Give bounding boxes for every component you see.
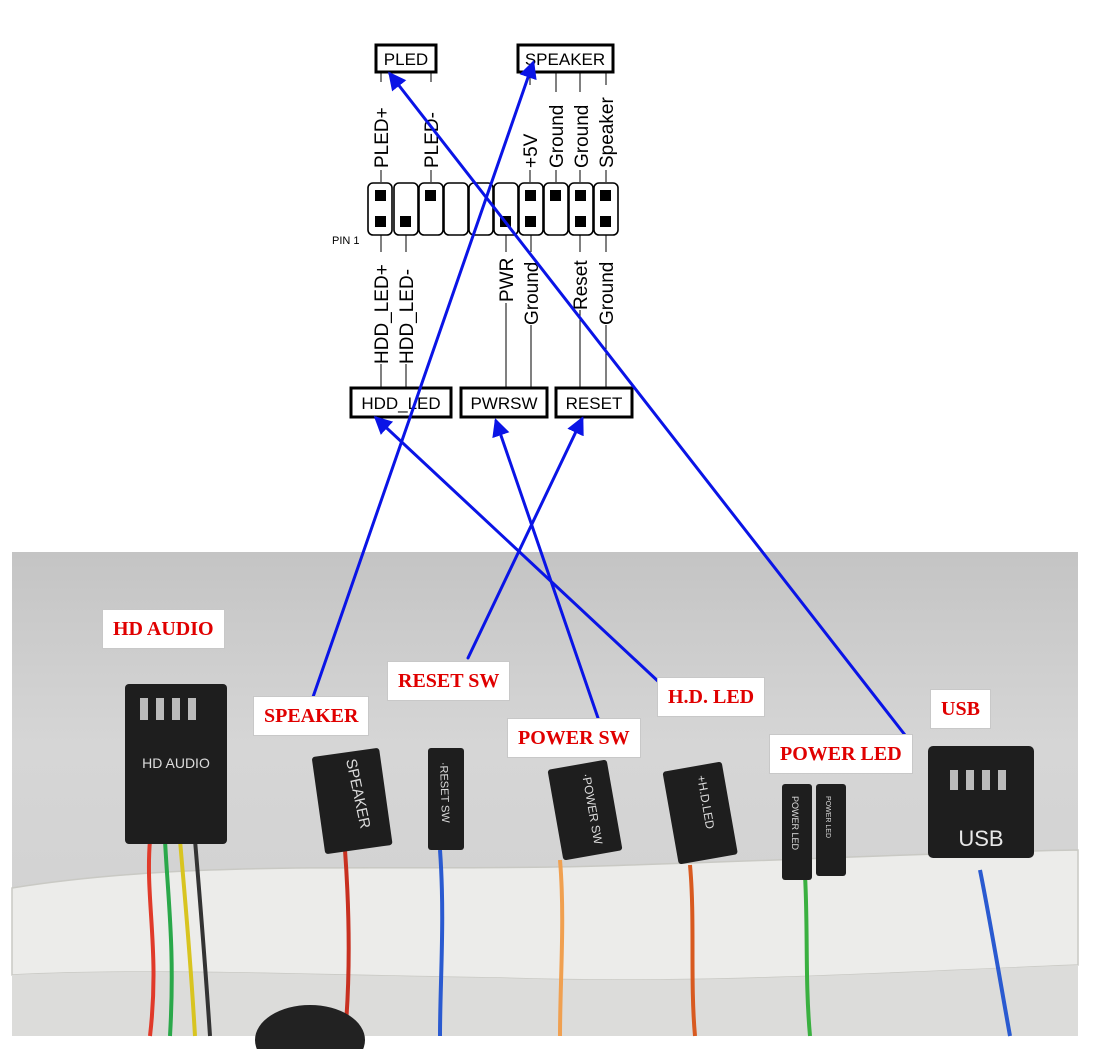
hdd-led-box (349, 386, 453, 419)
bottom-pin-4: Ground (522, 262, 543, 325)
arrow-speaker (311, 60, 537, 699)
speaker-box-label: SPEAKER (525, 50, 605, 69)
usb-connector (928, 746, 1034, 858)
callout-power-sw: POWER SW (507, 718, 641, 758)
reset-sw-connector (428, 748, 464, 850)
callout-power-led: POWER LED (769, 734, 913, 774)
pled-box-label: PLED (384, 50, 428, 69)
reset-box-label: RESET (566, 394, 623, 413)
hd-audio-connector-text: HD AUDIO (142, 755, 210, 771)
top-pin-2: PLED- (422, 112, 443, 168)
callout-reset-sw: RESET SW (387, 661, 511, 701)
power-led-connector-1-text: POWER LED (790, 796, 800, 851)
reset-box (554, 386, 634, 419)
bottom-pin-5: Reset (571, 260, 592, 310)
arrows (311, 60, 907, 737)
hd-audio-connector (125, 684, 227, 844)
callout-hd-led: H.D. LED (657, 677, 766, 717)
header-schematic: PLED SPEAKER (332, 43, 634, 419)
reset-sw-connector-text: ·RESET SW (437, 762, 451, 824)
callout-usb: USB (930, 689, 991, 729)
power-led-connector-2-text: POWER LED (824, 796, 831, 838)
buzzer (255, 1005, 365, 1049)
bottom-pin-6: Ground (597, 262, 618, 325)
wires (146, 839, 1012, 1037)
top-pin-1: PLED+ (372, 107, 393, 168)
power-sw-connector (547, 759, 623, 861)
top-pin-6: Speaker (597, 97, 618, 168)
bottom-pin-1: HDD_LED+ (372, 264, 393, 364)
hdd-led-box-label: HDD_LED (361, 394, 440, 413)
bottom-pin-3: PWR (497, 258, 518, 302)
top-pin-4: Ground (547, 105, 568, 168)
usb-connector-text: USB (958, 826, 1003, 851)
pin1-label: PIN 1 (332, 235, 360, 247)
arrow-power-led (388, 71, 907, 737)
arrow-power-sw (492, 418, 600, 720)
power-led-connector-2 (816, 784, 846, 876)
top-pin-5: Ground (572, 105, 593, 168)
bottom-pin-2: HDD_LED- (397, 269, 418, 364)
pwrsw-box (459, 386, 549, 419)
callout-hd-audio: HD AUDIO (102, 609, 225, 649)
arrow-reset-sw (466, 416, 584, 660)
speaker-connector (312, 748, 393, 854)
top-pin-3: +5V (521, 133, 542, 168)
power-led-connector-1 (782, 784, 812, 880)
callout-speaker: SPEAKER (253, 696, 370, 736)
hd-led-connector (662, 761, 738, 865)
pwrsw-box-label: PWRSW (470, 394, 537, 413)
